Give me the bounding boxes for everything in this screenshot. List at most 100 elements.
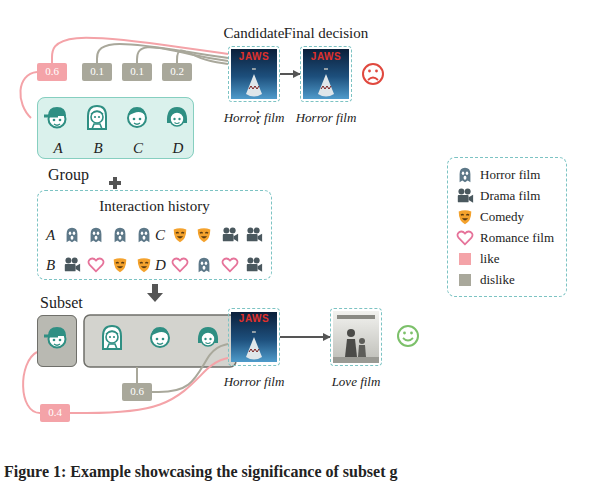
genre-icon [139,228,150,242]
user-icon [103,326,121,349]
node-text: 0.6 [130,386,144,397]
genre-icon [198,228,211,242]
face-eye [403,332,406,335]
legend-icon [456,166,474,184]
decision-arrow [280,336,330,338]
subset-fill [37,315,77,367]
sad-face [363,64,383,84]
node-text: Horror film [296,111,357,124]
preference-line [177,50,228,64]
preference-line [70,358,228,413]
dislike-lead-line [136,367,138,383]
node-text: Group [48,167,89,183]
node-text: Interaction history [99,199,209,214]
movie-poster [231,49,277,99]
node-text: 0.4 [48,407,62,418]
score-box: 0.2 [162,63,192,81]
user-icon [44,107,66,128]
user-icon [88,106,106,129]
genre-icon [91,228,102,242]
legend-text: Drama film [480,189,540,202]
face-eye [368,70,371,73]
user-icon [198,327,218,346]
node-text: Final decision [284,26,369,41]
group-fill [37,97,194,159]
legend-text: Horror film [480,168,540,181]
score-box: 0.6 [122,383,152,401]
legend-swatch [459,274,471,286]
score-box: 0.1 [122,63,152,81]
face-outline [363,64,383,84]
user-node: B [82,102,114,158]
preference-line [137,47,228,63]
legend-box: Horror filmDrama filmComedyRomance film l… [447,157,567,297]
legend-row: Comedy [456,208,564,226]
legend-row: like [456,250,564,268]
movie-poster [231,312,277,362]
genre-icon [222,258,237,271]
user-node: A [42,102,74,158]
node-text: Horror film [224,375,285,388]
genre-icon [138,258,151,272]
node-text: 0.2 [170,66,184,77]
genre-icon [114,258,127,272]
genre-icon [199,258,210,272]
legend-text: Comedy [480,210,524,223]
preference-line [52,38,228,63]
preference-line [152,344,228,392]
legend-row: Drama film [456,187,564,205]
down-arrow [147,284,163,302]
node-text: B [93,141,102,156]
node-text: Candidate [224,26,285,41]
node-text: D [173,141,184,156]
movie-poster [303,49,349,99]
node-text: 0.1 [130,66,144,77]
node-text: Love film [332,375,381,388]
ellipsis-mark: ⋮ [250,110,266,126]
legend-text: Romance film [480,231,554,244]
user-icon [44,327,66,348]
face-mouth [368,78,378,81]
user-node: D [162,102,194,158]
decision-arrow [280,73,300,75]
score-box: 0.1 [82,63,112,81]
genre-icon [88,258,103,271]
node-text: C [155,228,165,243]
genre-icon [457,231,472,244]
legend-text: like [480,252,500,265]
genre-icon [460,168,471,182]
legend-icon [456,229,474,247]
user-icon [128,107,146,127]
face-mouth [403,338,413,341]
legend-row: dislike [456,271,564,289]
group-box: GroupABCD [37,97,194,159]
legend-swatch [459,253,471,265]
user-icon [151,327,169,347]
node-text: B [46,258,55,273]
genre-icon [172,258,187,271]
score-box: 0.6 [37,63,67,81]
genre-icon [247,228,262,242]
face-eye [410,332,413,335]
genre-icon [115,228,126,242]
subset-box [84,315,236,367]
poster-box: Final decisionJAWSHorror film [300,46,352,102]
genre-icon [223,228,238,242]
preference-line [97,44,228,63]
legend-icon [456,208,474,226]
genre-icon [67,228,78,242]
poster-box: CandidateJAWSHorror film [228,46,280,102]
genre-icon [65,258,80,272]
face-eye [375,70,378,73]
legend-row: Romance film [456,229,564,247]
legend-text: dislike [480,273,515,286]
history-box: Interaction historyACBD [37,190,272,280]
genre-icon [247,258,262,272]
user-icon [167,107,187,126]
poster-box: JAWSHorror film [228,308,280,366]
user-node: C [122,102,154,158]
plus-sign [109,177,121,189]
